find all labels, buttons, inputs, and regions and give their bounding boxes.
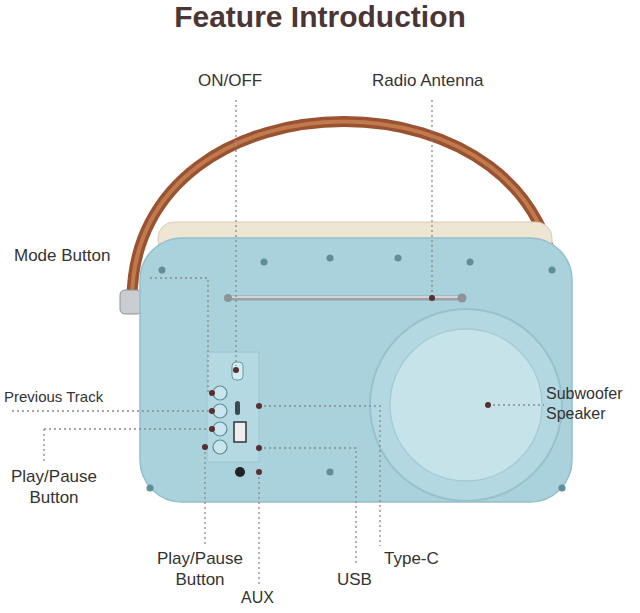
buttons [213,386,227,454]
antenna [228,296,462,301]
leader-lines [12,100,544,586]
control-panel [207,352,259,462]
aux-port [235,467,245,477]
antenna-end [458,294,467,303]
usb-port [234,422,246,442]
part-label: Play/Pause Button [148,548,252,591]
type-c-port [235,401,240,415]
part-label: USB [337,569,372,590]
speaker-ring [370,309,562,501]
antenna-shine [228,296,462,298]
screws [147,255,566,492]
side-knob [120,290,142,314]
power-switch [232,362,243,380]
title: Feature Introduction [0,0,640,34]
part-label: Radio Antenna [372,70,484,91]
antenna-end [224,294,232,302]
part-label: Mode Button [14,245,110,266]
part-label: Previous Track [4,388,103,407]
part-label: Play/Pause Button [4,466,104,509]
part-label: Subwoofer Speaker [546,384,636,424]
part-label: AUX [241,588,274,608]
part-label: Type-C [384,548,439,569]
leader-dots [202,295,491,475]
part-label: ON/OFF [198,70,262,91]
